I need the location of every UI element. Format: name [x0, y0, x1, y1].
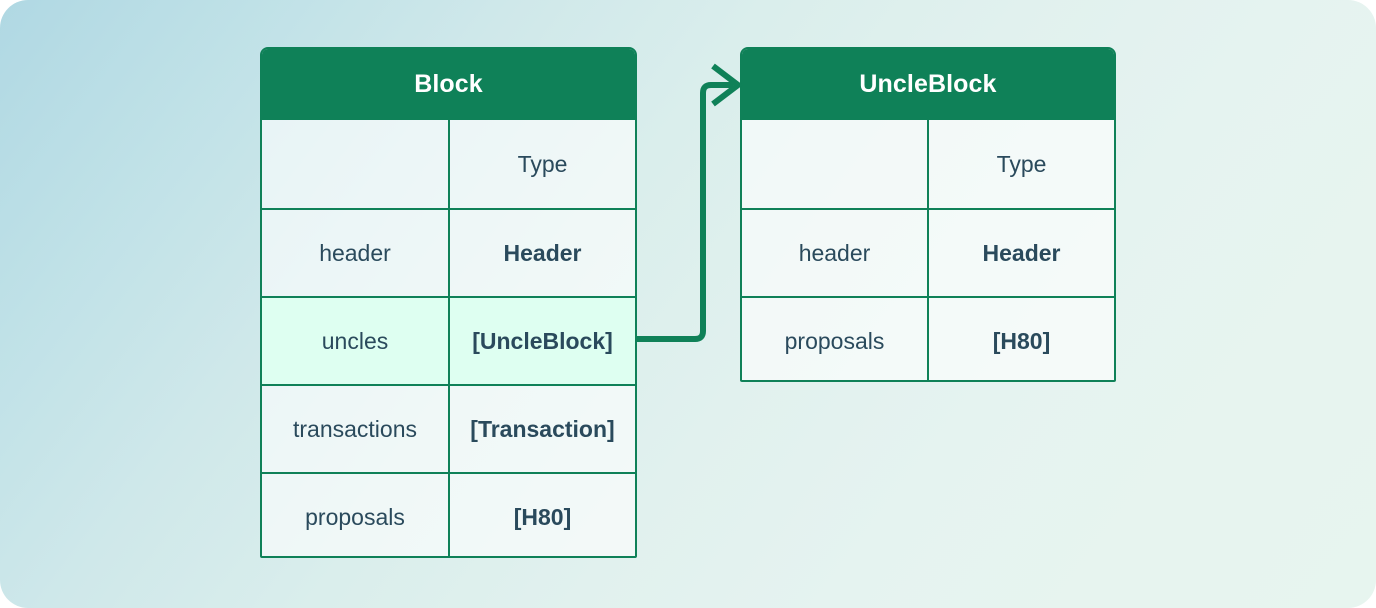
field-type-cell: [UncleBlock] [472, 327, 613, 354]
table-row: Type [742, 120, 1114, 208]
field-type-cell: [Transaction] [470, 415, 615, 442]
field-name-cell [742, 120, 929, 208]
field-name-cell: uncles [262, 298, 450, 384]
class-table-block: Type header Header uncles [UncleBlock] t… [262, 120, 635, 556]
field-name-cell: header [742, 210, 929, 296]
class-title-uncleblock: UncleBlock [742, 49, 1114, 120]
field-type-cell: [H80] [992, 327, 1051, 354]
table-row: transactions [Transaction] [262, 384, 635, 472]
table-row[interactable]: uncles [UncleBlock] [262, 296, 635, 384]
column-header-type: Type [996, 150, 1047, 177]
class-box-block[interactable]: Block Type header Header uncles [UncleBl… [260, 47, 637, 558]
arrowhead-icon [711, 63, 743, 107]
table-row: proposals [H80] [742, 296, 1114, 380]
column-header-type: Type [517, 150, 568, 177]
table-row: header Header [742, 208, 1114, 296]
field-name-cell [262, 120, 450, 208]
class-table-uncleblock: Type header Header proposals [H80] [742, 120, 1114, 380]
class-title-block: Block [262, 49, 635, 120]
field-type-cell: [H80] [513, 503, 572, 530]
field-name-cell: proposals [742, 298, 929, 380]
class-box-uncleblock[interactable]: UncleBlock Type header Header proposals … [740, 47, 1116, 382]
field-type-cell: Header [503, 239, 582, 266]
table-row: Type [262, 120, 635, 208]
table-row: header Header [262, 208, 635, 296]
field-name-cell: transactions [262, 386, 450, 472]
connector-line [637, 82, 733, 342]
table-row: proposals [H80] [262, 472, 635, 556]
field-name-cell: header [262, 210, 450, 296]
field-type-cell: Header [982, 239, 1061, 266]
field-name-cell: proposals [262, 474, 450, 556]
